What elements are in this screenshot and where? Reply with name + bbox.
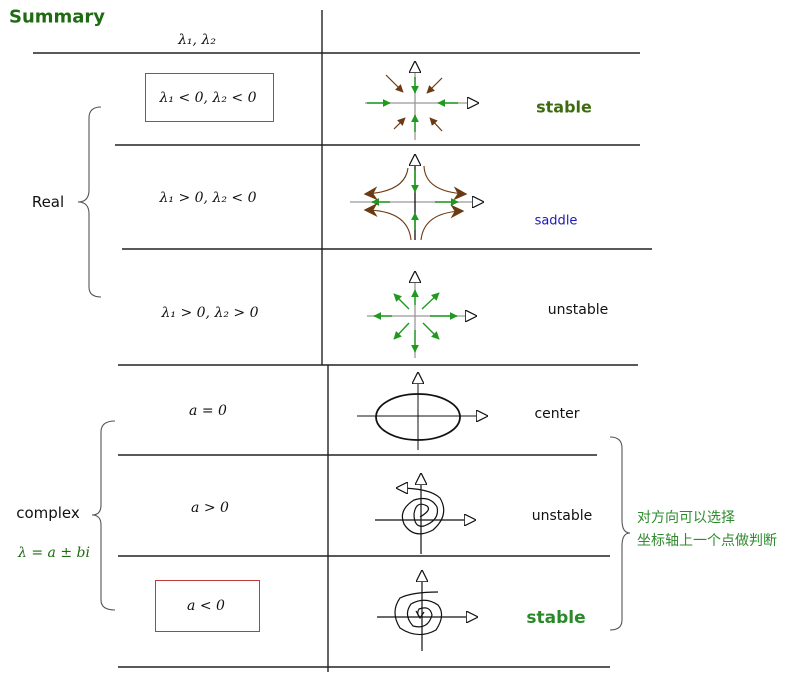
note-brace (609, 436, 631, 631)
center-portrait (357, 373, 487, 450)
label-row-6: stable (526, 608, 586, 628)
eigenvalues-header: λ₁, λ₂ (178, 32, 216, 48)
label-row-1: stable (536, 97, 592, 117)
stable-spiral-portrait (377, 571, 477, 651)
complex-brace (91, 420, 116, 611)
real-group-label: Real (31, 193, 65, 211)
stable-node-portrait (365, 62, 478, 140)
real-brace (77, 106, 102, 298)
note-text: 对方向可以选择 坐标轴上一个点做判断 (637, 507, 777, 553)
unstable-spiral-portrait (375, 474, 475, 554)
condition-row-4: a = 0 (189, 403, 227, 419)
highlight-box-real-stable (145, 73, 274, 122)
label-row-2: saddle (534, 213, 578, 229)
unstable-node-portrait (367, 272, 476, 358)
label-row-3: unstable (547, 302, 609, 318)
complex-group-label: complex (16, 504, 80, 522)
condition-row-3: λ₁ > 0, λ₂ > 0 (161, 305, 259, 321)
highlight-box-complex-stable (155, 580, 260, 632)
condition-row-6: a < 0 (187, 598, 225, 614)
table-grid (33, 10, 652, 672)
label-row-5: unstable (531, 508, 593, 524)
condition-row-5: a > 0 (191, 500, 229, 516)
saddle-portrait (350, 155, 483, 241)
summary-title: Summary (8, 6, 106, 28)
note-line-2: 坐标轴上一个点做判断 (637, 533, 777, 549)
complex-formula: λ = a ± bi (18, 545, 90, 561)
note-line-1: 对方向可以选择 (637, 510, 735, 526)
condition-row-1: λ₁ < 0, λ₂ < 0 (159, 90, 257, 106)
label-row-4: center (534, 406, 580, 422)
condition-row-2: λ₁ > 0, λ₂ < 0 (159, 190, 257, 206)
